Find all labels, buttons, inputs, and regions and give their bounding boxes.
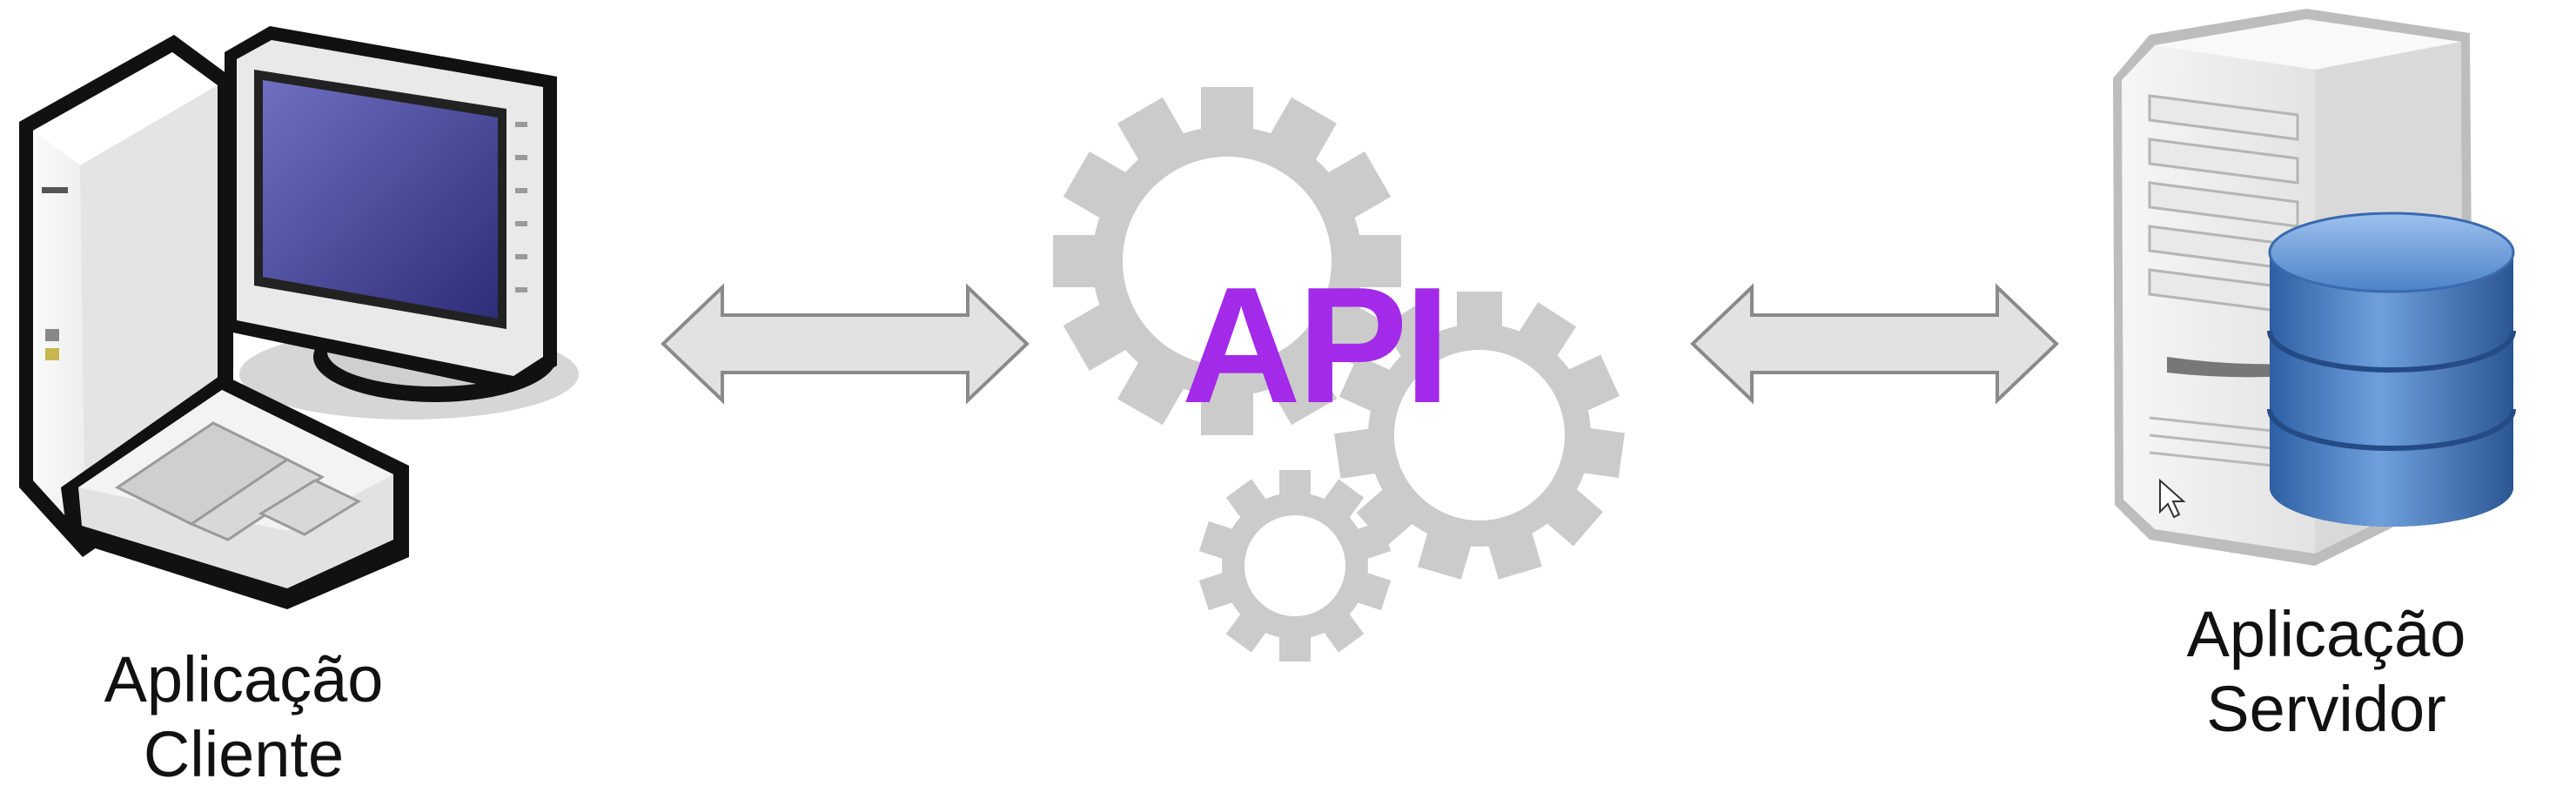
bidirectional-arrow-left — [661, 283, 1030, 405]
bidirectional-arrow-right — [1690, 283, 2059, 405]
server-caption-line2: Servidor — [2206, 673, 2446, 745]
client-caption: Aplicação Cliente — [78, 642, 409, 792]
api-label: API — [1181, 253, 1451, 438]
gears-icon — [1053, 87, 1626, 662]
server-caption: Aplicação Servidor — [2157, 597, 2496, 747]
desktop-computer-icon — [19, 26, 579, 609]
client-caption-line2: Cliente — [143, 718, 345, 790]
server-database-icon — [2113, 9, 2516, 566]
client-caption-line1: Aplicação — [104, 643, 384, 715]
server-caption-line1: Aplicação — [2186, 598, 2466, 670]
